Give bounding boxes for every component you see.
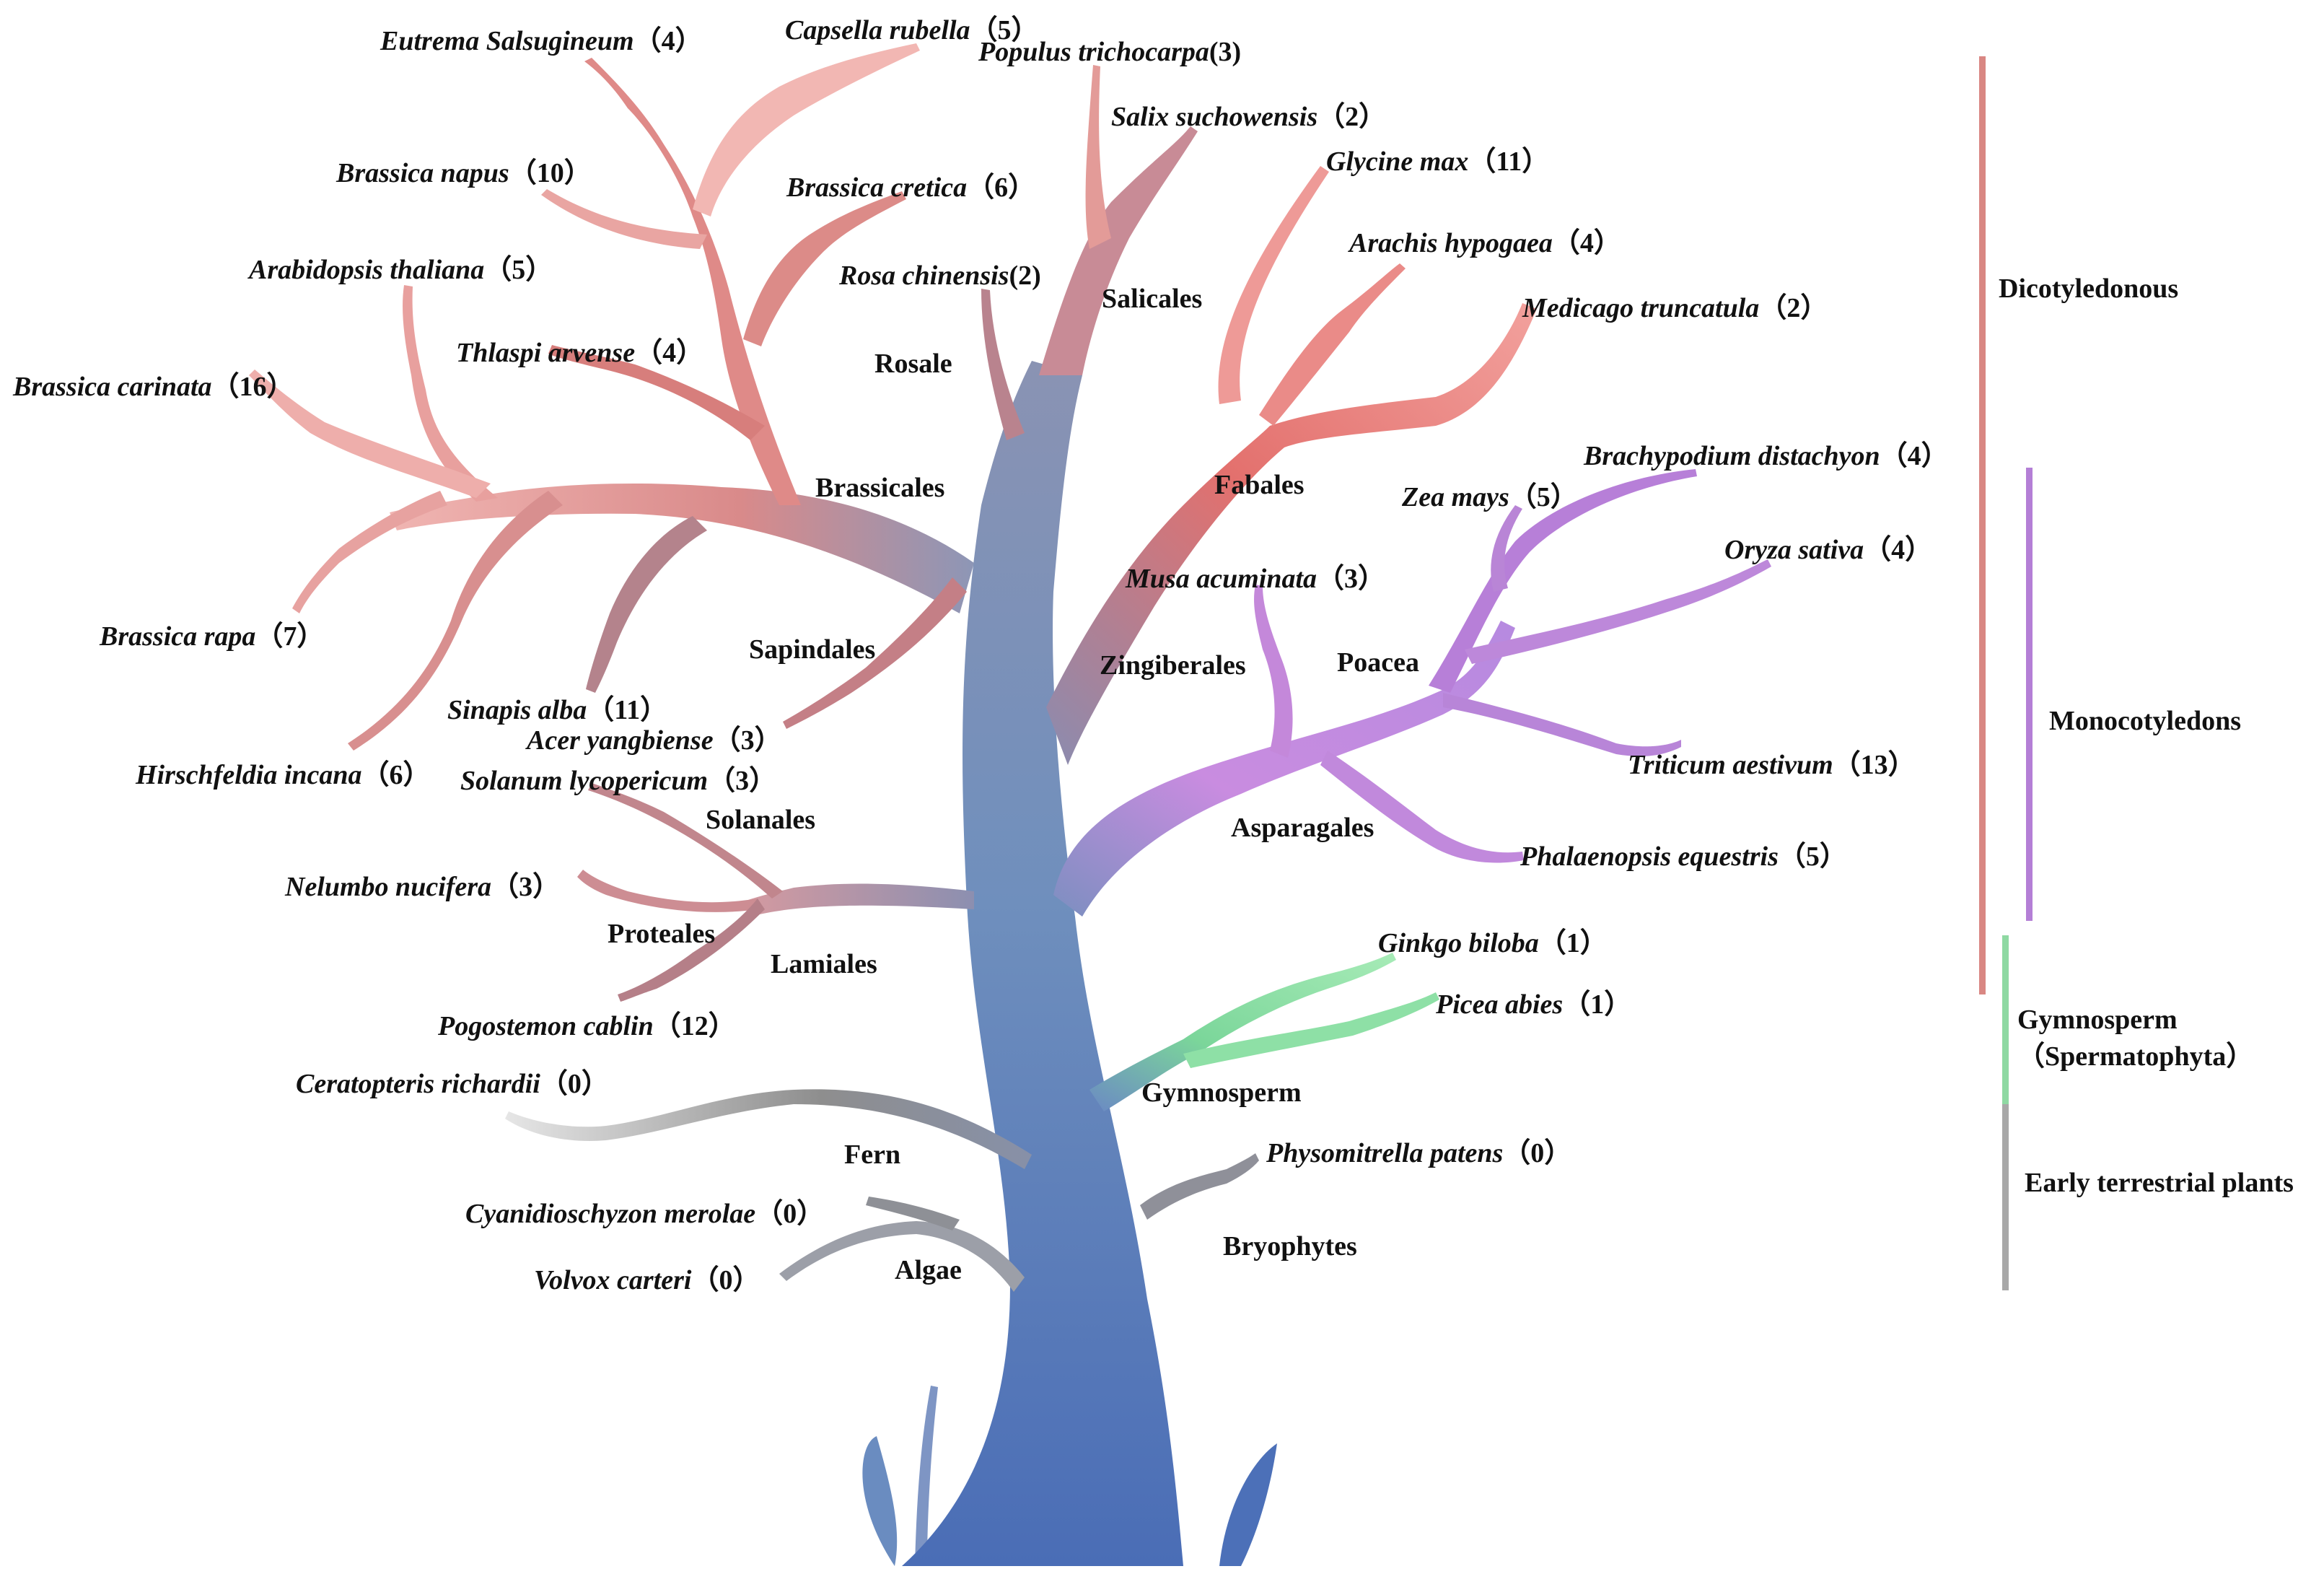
branch-capsella bbox=[693, 43, 920, 217]
branch-zea bbox=[1491, 505, 1522, 592]
bar-early-terrestrial bbox=[2002, 1104, 2009, 1290]
clade-fabales: Fabales bbox=[1214, 470, 1304, 500]
species-ceratopteris: Ceratopteris richardii（0） bbox=[296, 1069, 609, 1099]
base-leaf-stalk bbox=[915, 1386, 938, 1566]
species-brachypodium: Brachypodium distachyon（4） bbox=[1584, 441, 1949, 471]
branch-oryza bbox=[1465, 559, 1771, 664]
branch-algae bbox=[779, 1221, 1025, 1292]
species-solanum: Solanum lycopericum（3） bbox=[460, 766, 777, 796]
base-leaf-right bbox=[1219, 1443, 1277, 1566]
clade-sapindales: Sapindales bbox=[749, 634, 876, 665]
species-zea: Zea mays（5） bbox=[1402, 482, 1578, 512]
clade-salicales: Salicales bbox=[1102, 284, 1203, 314]
species-cretica: Brassica cretica（6） bbox=[786, 172, 1036, 203]
species-ginkgo: Ginkgo biloba（1） bbox=[1378, 928, 1608, 958]
bar-dicotyledonous bbox=[1979, 56, 1986, 994]
branch-brassica-upper bbox=[584, 58, 801, 505]
species-populus: Populus trichocarpa(3) bbox=[978, 37, 1242, 67]
branch-asparagales bbox=[1320, 751, 1524, 863]
branch-arachis bbox=[1259, 263, 1406, 426]
branch-glycine bbox=[1218, 166, 1329, 404]
branch-cyanidioschyzon bbox=[866, 1197, 960, 1230]
species-nelumbo: Nelumbo nucifera（3） bbox=[285, 872, 561, 902]
branch-picea bbox=[1183, 992, 1439, 1068]
clade-fern: Fern bbox=[844, 1140, 901, 1170]
group-monocotyledons: Monocotyledons bbox=[2049, 706, 2241, 736]
species-arachis: Arachis hypogaea（4） bbox=[1349, 228, 1621, 258]
species-acer: Acer yangbiense（3） bbox=[527, 725, 782, 756]
species-rosa: Rosa chinensis(2) bbox=[839, 261, 1041, 291]
branch-fabales bbox=[1046, 303, 1537, 765]
group-dicotyledonous: Dicotyledonous bbox=[1999, 274, 2179, 304]
clade-rosale: Rosale bbox=[874, 349, 952, 379]
branch-cretica bbox=[743, 191, 906, 346]
species-napus: Brassica napus（10） bbox=[336, 158, 592, 188]
branch-rosale bbox=[981, 289, 1025, 440]
branch-triticum bbox=[1443, 693, 1681, 756]
base-leaf-left bbox=[862, 1436, 898, 1566]
group-gymnosperm: Gymnosperm （Spermatophyta） bbox=[2017, 1005, 2254, 1072]
clade-asparagales: Asparagales bbox=[1231, 813, 1374, 843]
branch-thlaspi bbox=[548, 345, 765, 440]
clade-poacea: Poacea bbox=[1337, 647, 1419, 678]
species-glycine: Glycine max（11） bbox=[1326, 147, 1550, 177]
branch-proteales bbox=[577, 870, 758, 912]
species-phalaenopsis: Phalaenopsis equestris（5） bbox=[1520, 841, 1847, 872]
branch-bryophytes bbox=[1140, 1153, 1259, 1220]
species-pogostemon: Pogostemon cablin（12） bbox=[438, 1011, 736, 1041]
species-capsella: Capsella rubella（5） bbox=[785, 15, 1039, 45]
clade-algae: Algae bbox=[895, 1255, 962, 1285]
species-triticum: Triticum aestivum（13） bbox=[1628, 750, 1916, 780]
branch-lamiales bbox=[618, 899, 765, 1002]
species-cyanidioschyzon: Cyanidioschyzon merolae（0） bbox=[465, 1199, 825, 1229]
branch-zingiberales bbox=[1254, 585, 1293, 758]
branch-poacea bbox=[1429, 469, 1697, 693]
species-physcomitrella: Physomitrella patens（0） bbox=[1266, 1138, 1572, 1168]
branch-napus bbox=[541, 189, 707, 249]
species-eutrema: Eutrema Salsugineum（4） bbox=[380, 26, 703, 56]
branch-carinata bbox=[249, 370, 491, 498]
branch-hirschfeldia bbox=[348, 491, 563, 751]
clade-brassicales: Brassicales bbox=[815, 473, 945, 503]
branch-lower-dicot bbox=[743, 883, 974, 917]
clade-lamiales: Lamiales bbox=[771, 949, 877, 979]
species-hirschfeldia: Hirschfeldia incana（6） bbox=[136, 760, 431, 790]
species-musa: Musa acuminata（3） bbox=[1126, 564, 1386, 594]
branch-sinapis bbox=[586, 516, 707, 693]
branch-fern bbox=[505, 1089, 1032, 1169]
species-rapa: Brassica rapa（7） bbox=[100, 621, 325, 652]
species-medicago: Medicago truncatula（2） bbox=[1522, 293, 1828, 323]
species-carinata: Brassica carinata（16） bbox=[13, 372, 294, 402]
branch-brassicales bbox=[390, 484, 974, 613]
species-salix: Salix suchowensis（2） bbox=[1111, 102, 1387, 132]
tree-trunk bbox=[902, 361, 1183, 1566]
clade-gymnosperm: Gymnosperm bbox=[1141, 1077, 1302, 1108]
group-early-terrestrial: Early terrestrial plants bbox=[2025, 1168, 2294, 1198]
clade-bryophytes: Bryophytes bbox=[1223, 1231, 1357, 1262]
branch-gymnosperm bbox=[1089, 953, 1396, 1111]
species-thlaspi: Thlaspi arvense（4） bbox=[456, 338, 704, 368]
clade-solanales: Solanales bbox=[706, 805, 816, 835]
species-sinapis: Sinapis alba（11） bbox=[447, 695, 668, 725]
species-oryza: Oryza sativa（4） bbox=[1724, 535, 1933, 565]
branch-rapa bbox=[292, 491, 447, 613]
branch-solanales bbox=[588, 783, 783, 899]
clade-zingiberales: Zingiberales bbox=[1100, 650, 1246, 681]
clade-proteales: Proteales bbox=[608, 919, 716, 949]
branch-monocot bbox=[1053, 621, 1515, 917]
branch-sapindales bbox=[783, 577, 967, 729]
species-picea: Picea abies（1） bbox=[1436, 989, 1632, 1020]
bar-gymnosperm bbox=[2002, 935, 2009, 1104]
branch-salicales bbox=[1039, 126, 1198, 375]
species-volvox: Volvox carteri（0） bbox=[534, 1265, 760, 1295]
branch-arabidopsis bbox=[403, 285, 498, 502]
branch-populus bbox=[1085, 65, 1111, 249]
species-arabidopsis: Arabidopsis thaliana（5） bbox=[249, 255, 553, 285]
bar-monocotyledons bbox=[2026, 468, 2033, 921]
